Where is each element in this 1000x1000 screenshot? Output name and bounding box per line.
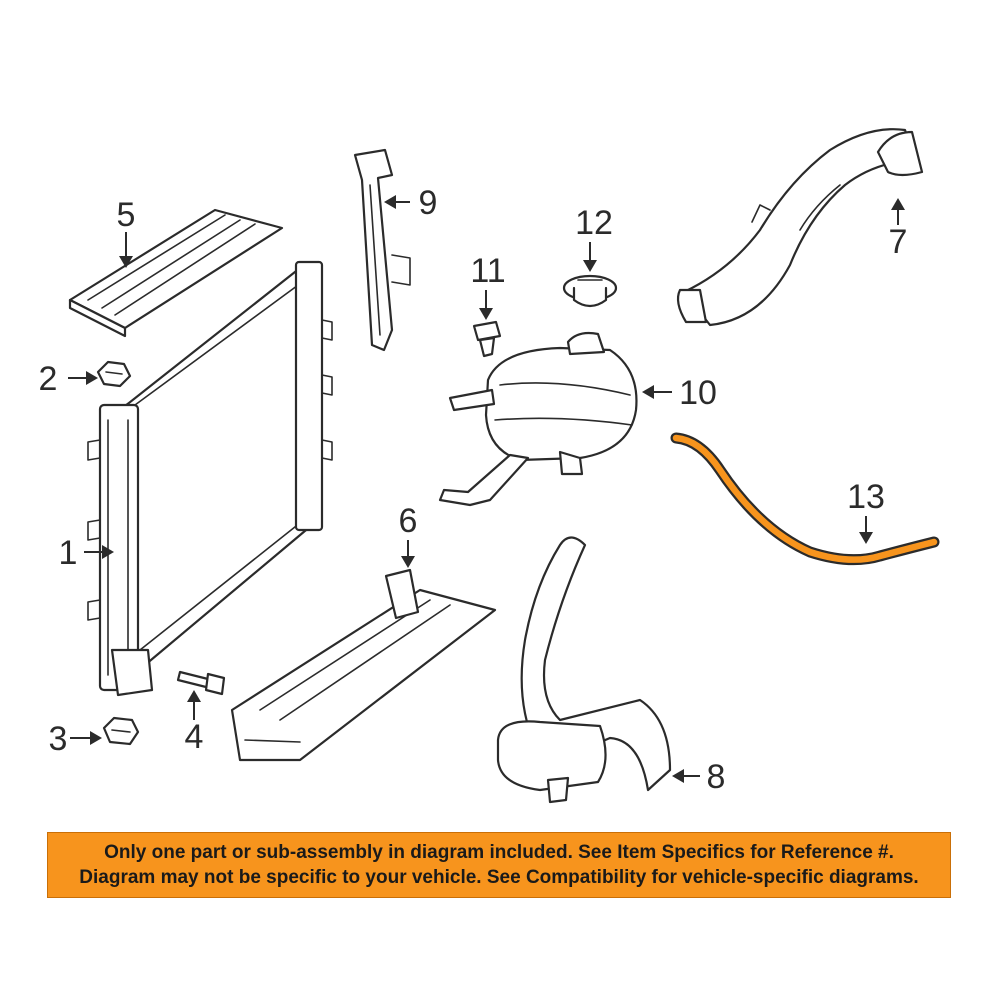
part-8-lower-hose: [496, 536, 672, 804]
notice-line-1: Only one part or sub-assembly in diagram…: [104, 842, 894, 863]
notice-line-2: Diagram may not be specific to your vehi…: [79, 867, 919, 888]
part-12-cap: [562, 274, 618, 308]
callout-labels: 5 2 1 3 4 6 7 8 9 10 11 12 13: [39, 184, 908, 796]
part-11-push-pin: [472, 320, 502, 358]
part-10-reservoir: [438, 331, 638, 507]
callout-5: 5: [117, 196, 136, 234]
part-5-upper-deflector: [68, 208, 284, 338]
part-6-lower-deflector: [230, 568, 497, 762]
part-13-hose-highlighted: [670, 432, 940, 566]
callout-2: 2: [39, 360, 58, 398]
callout-13: 13: [847, 478, 885, 516]
callout-7: 7: [889, 223, 908, 261]
callout-11: 11: [470, 252, 505, 290]
callout-8: 8: [707, 758, 726, 796]
part-3-isolator: [102, 716, 140, 746]
notice-banner: Only one part or sub-assembly in diagram…: [47, 832, 951, 898]
leader-lines: [68, 195, 905, 783]
part-9-side-seal: [353, 148, 411, 352]
callout-3: 3: [49, 720, 68, 758]
part-2-clip: [96, 360, 132, 388]
part-4-bolt: [176, 670, 226, 696]
callout-10: 10: [679, 374, 717, 412]
part-1-radiator: [87, 260, 333, 697]
callout-1: 1: [59, 534, 78, 572]
callout-9: 9: [419, 184, 438, 222]
callout-6: 6: [399, 502, 418, 540]
part-7-upper-hose: [676, 128, 924, 327]
callout-12: 12: [575, 204, 613, 242]
callout-4: 4: [185, 718, 204, 756]
